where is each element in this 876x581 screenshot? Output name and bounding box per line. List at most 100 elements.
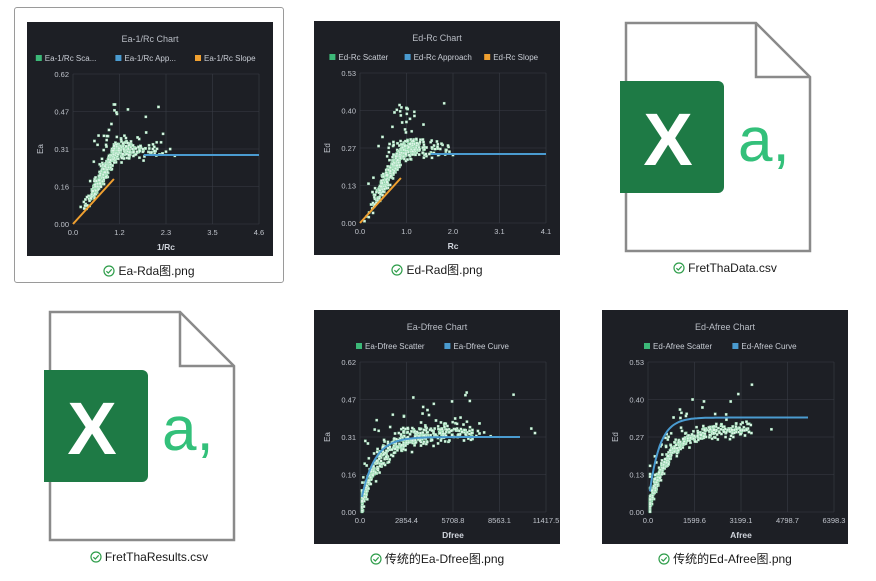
y-tick-label: 0.31 xyxy=(341,433,356,442)
y-axis-label: Ea xyxy=(36,144,45,154)
y-tick-label: 0.13 xyxy=(341,182,356,191)
y-tick-label: 0.47 xyxy=(341,396,356,405)
x-tick-label: 3.1 xyxy=(494,227,504,236)
y-tick-label: 0.40 xyxy=(629,396,644,405)
y-tick-label: 0.62 xyxy=(341,358,356,367)
y-tick-label: 0.16 xyxy=(54,183,69,192)
chart-background xyxy=(27,22,273,256)
file-name-text: Ed-Rad图.png xyxy=(406,263,483,277)
x-tick-label: 0.0 xyxy=(643,516,653,525)
sync-status-icon xyxy=(658,553,670,568)
svg-text:Ed-Rc Scatter: Ed-Rc Scatter xyxy=(338,53,388,62)
excel-letter: X xyxy=(67,387,116,470)
csv-suffix-glyph: a, xyxy=(162,395,214,464)
legend-item: Ed-Afree Scatter xyxy=(644,342,712,351)
sync-status-icon xyxy=(673,262,685,277)
scatter-series xyxy=(648,383,773,514)
chart-title: Ed-Rc Chart xyxy=(412,33,462,43)
x-axis-label: 1/Rc xyxy=(157,242,175,252)
y-tick-label: 0.00 xyxy=(629,508,644,517)
curve-line xyxy=(360,436,520,498)
x-tick-label: 4.6 xyxy=(254,228,264,237)
file-name-text: FretThaResults.csv xyxy=(104,550,209,564)
x-tick-label: 0.0 xyxy=(68,228,78,237)
y-tick-label: 0.27 xyxy=(341,144,356,153)
legend-item: Ea-1/Rc Slope xyxy=(195,54,256,63)
sync-status-icon xyxy=(90,551,102,566)
x-axis-label: Afree xyxy=(730,530,752,540)
x-tick-label: 5708.8 xyxy=(442,516,465,525)
y-axis-label: Ed xyxy=(611,432,620,442)
y-tick-label: 0.47 xyxy=(54,108,69,117)
file-name-label[interactable]: 传统的Ea-Dfree图.png xyxy=(302,550,572,568)
x-tick-label: 3199.1 xyxy=(730,516,753,525)
svg-text:Ed-Rc Slope: Ed-Rc Slope xyxy=(493,53,538,62)
scatter-series xyxy=(360,391,537,514)
legend-item: Ed-Rc Slope xyxy=(484,53,539,62)
file-name-text: Ea-Rda图.png xyxy=(118,264,195,278)
x-tick-label: 4798.7 xyxy=(776,516,799,525)
y-tick-label: 0.13 xyxy=(629,471,644,480)
file-name-text: FretThaData.csv xyxy=(688,261,777,275)
x-tick-label: 2.0 xyxy=(448,227,458,236)
legend-item: Ea-1/Rc App... xyxy=(115,54,176,63)
chart-title: Ed-Afree Chart xyxy=(695,322,756,332)
csv-suffix-glyph: a, xyxy=(738,106,790,175)
y-tick-label: 0.40 xyxy=(341,107,356,116)
x-tick-label: 2854.4 xyxy=(395,516,418,525)
curve-line xyxy=(648,416,808,492)
svg-text:Ea-Dfree Curve: Ea-Dfree Curve xyxy=(453,342,509,351)
sync-status-icon xyxy=(103,265,116,280)
legend-item: Ed-Afree Curve xyxy=(732,342,797,351)
x-tick-label: 6398.3 xyxy=(823,516,846,525)
chart-title: Ea-1/Rc Chart xyxy=(121,34,179,44)
x-tick-label: 4.1 xyxy=(541,227,551,236)
y-tick-label: 0.00 xyxy=(341,219,356,228)
legend-item: Ea-1/Rc Sca... xyxy=(35,54,96,63)
x-axis-label: Dfree xyxy=(442,530,464,540)
svg-text:Ed-Afree Scatter: Ed-Afree Scatter xyxy=(653,342,712,351)
file-name-label[interactable]: FretThaData.csv xyxy=(590,261,860,277)
x-tick-label: 0.0 xyxy=(355,227,365,236)
legend-item: Ed-Rc Scatter xyxy=(329,53,389,62)
x-tick-label: 0.0 xyxy=(355,516,365,525)
svg-text:Ed-Afree Curve: Ed-Afree Curve xyxy=(741,342,797,351)
svg-text:Ea-1/Rc App...: Ea-1/Rc App... xyxy=(124,54,176,63)
excel-badge xyxy=(36,370,148,482)
file-name-label[interactable]: FretThaResults.csv xyxy=(14,550,284,566)
y-tick-label: 0.62 xyxy=(54,70,69,79)
legend-item: Ea-Dfree Curve xyxy=(444,342,510,351)
x-tick-label: 11417.5 xyxy=(533,516,560,525)
file-name-label[interactable]: 传统的Ed-Afree图.png xyxy=(590,550,860,568)
x-tick-label: 1599.6 xyxy=(683,516,706,525)
svg-text:Ea-1/Rc Slope: Ea-1/Rc Slope xyxy=(204,54,256,63)
file-name-label[interactable]: Ed-Rad图.png xyxy=(302,261,572,279)
y-tick-label: 0.00 xyxy=(341,508,356,517)
legend-item: Ea-Dfree Scatter xyxy=(356,342,425,351)
x-tick-label: 8563.1 xyxy=(488,516,511,525)
slope-line xyxy=(359,177,402,224)
x-axis-label: Rc xyxy=(448,241,459,251)
file-name-text: 传统的Ed-Afree图.png xyxy=(673,552,792,566)
scatter-series xyxy=(79,103,177,211)
y-tick-label: 0.53 xyxy=(629,358,644,367)
y-tick-label: 0.16 xyxy=(341,471,356,480)
excel-badge xyxy=(612,81,724,193)
file-name-label[interactable]: Ea-Rda图.png xyxy=(15,262,283,280)
x-tick-label: 2.3 xyxy=(161,228,171,237)
x-tick-label: 1.0 xyxy=(401,227,411,236)
slope-line xyxy=(72,178,115,225)
x-tick-label: 1.2 xyxy=(114,228,124,237)
y-tick-label: 0.00 xyxy=(54,220,69,229)
